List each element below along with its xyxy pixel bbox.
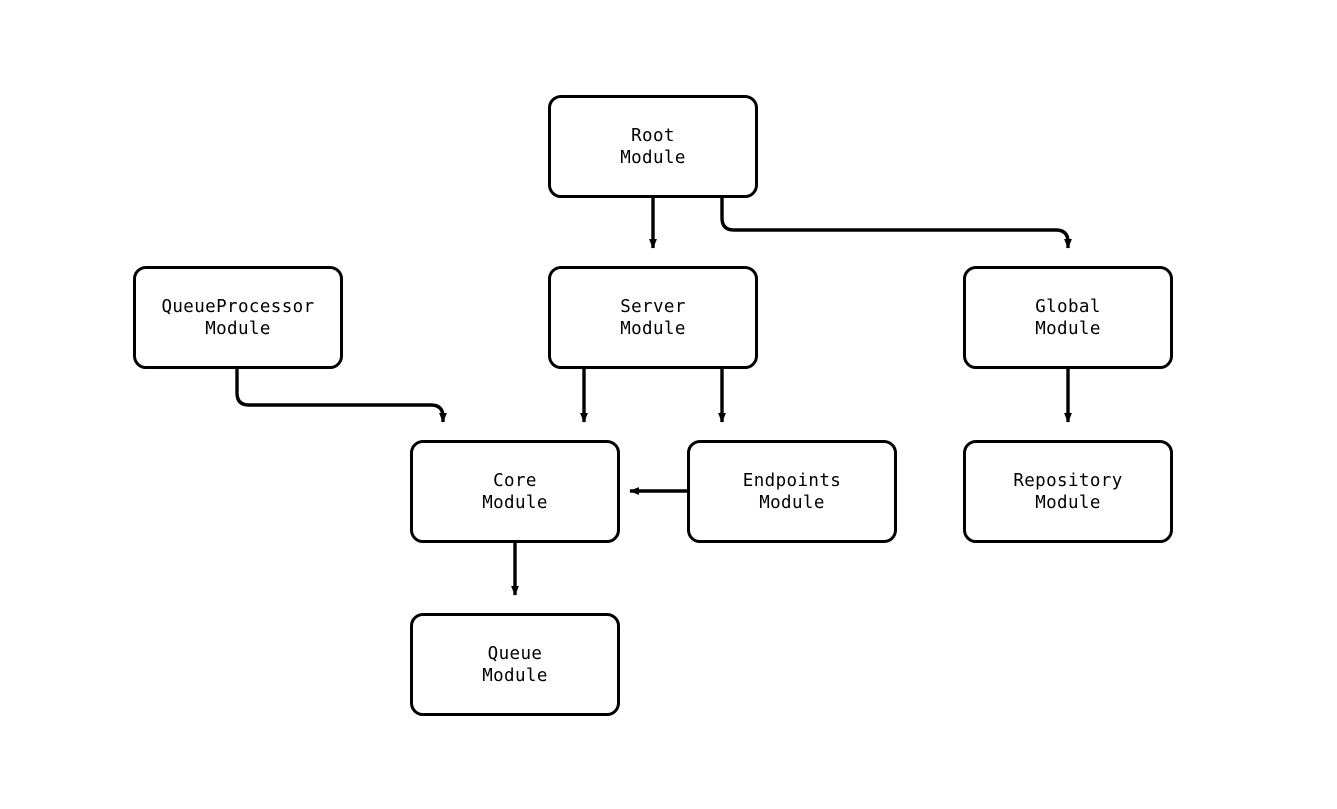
node-global-label-line2: Module xyxy=(1035,318,1101,339)
edge-root-global xyxy=(720,198,1072,249)
edge-queueprocessor-core xyxy=(235,369,447,423)
node-queue-label-line2: Module xyxy=(482,665,548,686)
node-core[interactable]: Core Module xyxy=(410,440,620,543)
node-global[interactable]: Global Module xyxy=(963,266,1173,369)
node-global-label-line1: Global xyxy=(1035,296,1101,317)
node-queue[interactable]: Queue Module xyxy=(410,613,620,716)
node-repository-label-line2: Module xyxy=(1035,492,1101,513)
node-core-label-line1: Core xyxy=(493,470,537,491)
node-repository[interactable]: Repository Module xyxy=(963,440,1173,543)
node-root-label-line2: Module xyxy=(620,147,686,168)
node-queue-label-line1: Queue xyxy=(487,643,543,664)
node-queueprocessor-label-line1: QueueProcessor xyxy=(161,296,315,317)
node-queueprocessor[interactable]: QueueProcessor Module xyxy=(133,266,343,369)
node-repository-label-line1: Repository xyxy=(1013,470,1123,491)
node-endpoints[interactable]: Endpoints Module xyxy=(687,440,897,543)
node-core-label-line2: Module xyxy=(482,492,548,513)
node-server-label-line2: Module xyxy=(620,318,686,339)
node-endpoints-label-line2: Module xyxy=(759,492,825,513)
node-root-label-line1: Root xyxy=(631,125,675,146)
node-root[interactable]: Root Module xyxy=(548,95,758,198)
node-queueprocessor-label-line2: Module xyxy=(205,318,271,339)
node-server-label-line1: Server xyxy=(620,296,686,317)
node-server[interactable]: Server Module xyxy=(548,266,758,369)
node-endpoints-label-line1: Endpoints xyxy=(742,470,842,491)
